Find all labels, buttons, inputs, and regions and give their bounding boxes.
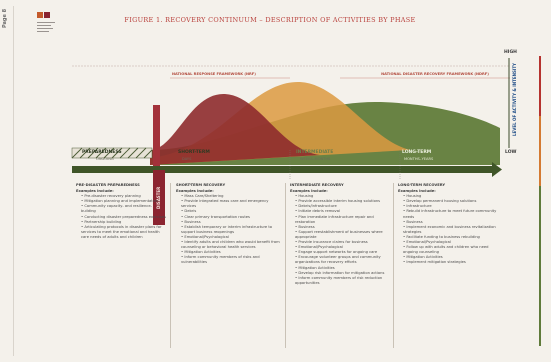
list-item: Support reestablishment of businesses wh… <box>295 230 390 240</box>
list-item: Mass Care/Sheltering <box>181 194 281 199</box>
list-item: Inform community members of risks and vu… <box>181 255 281 265</box>
figure-title: FIGURE 1. RECOVERY CONTINUUM – DESCRIPTI… <box>124 16 416 24</box>
list-item: Implement economic and business revitali… <box>403 225 498 235</box>
phase-intermediate-label: INTERMEDIATE <box>296 150 334 155</box>
phase-long-term-label: LONG-TERM <box>402 150 432 155</box>
scale-high-label: HIGH <box>504 50 517 55</box>
list-item: Follow up with adults and children who n… <box>403 245 498 255</box>
list-item: Plan immediate infrastructure repair and… <box>295 215 390 225</box>
list-item: Develop permanent housing solutions <box>403 199 498 204</box>
phase-long-term-sub: MONTHS–YEARS <box>404 157 434 161</box>
column-heading: SHORT-TERM RECOVERY <box>176 183 226 187</box>
list-item: Business <box>403 220 498 225</box>
list-item: Emotional/Psychological <box>403 240 498 245</box>
list-item: Rebuild infrastructure to meet future co… <box>403 209 498 219</box>
right-color-bar <box>539 56 545 346</box>
phase-intermediate-sub: WEEKS–MONTHS <box>300 157 331 161</box>
list-item: Business <box>295 225 390 230</box>
list-item: Conducting disaster preparedness exercis… <box>81 215 166 220</box>
column-subheading: Examples include: <box>290 189 328 194</box>
list-item: Develop risk information for mitigation … <box>295 271 390 276</box>
column-heading: INTERMEDIATE RECOVERY <box>290 183 344 187</box>
list-item: Clear primary transportation routes <box>181 215 281 220</box>
column-heading: LONG-TERM RECOVERY <box>398 183 446 187</box>
list-item: Mitigation Activities <box>403 255 498 260</box>
scale-low-label: LOW <box>505 150 517 155</box>
column-divider <box>285 183 286 348</box>
ndrf-label: NATIONAL DISASTER RECOVERY FRAMEWORK (ND… <box>381 72 489 76</box>
list-item: Encourage volunteer groups and community… <box>295 255 390 265</box>
list-item: Pre-disaster recovery planning <box>81 194 166 199</box>
short-term-column: SHORT-TERM RECOVERY Examples include: Ma… <box>176 183 281 353</box>
list-item: Establish temporary or interim infrastru… <box>181 225 281 235</box>
nrf-label: NATIONAL RESPONSE FRAMEWORK (NRF) <box>172 72 256 76</box>
left-margin-rule <box>13 6 14 356</box>
list-item: Housing <box>403 194 498 199</box>
phase-preparedness-sub: ONGOING <box>96 157 114 161</box>
list-item: Mitigation planning and implementation <box>81 199 166 204</box>
intensity-axis-label: LEVEL OF ACTIVITY & INTENSITY <box>512 63 517 137</box>
long-term-column: LONG-TERM RECOVERY Examples include: Hou… <box>398 183 498 353</box>
list-item: Emotional/Psychological <box>295 245 390 250</box>
organization-logo <box>37 12 55 38</box>
preparedness-column: PRE-DISASTER PREPAREDNESS Examples inclu… <box>76 183 166 353</box>
column-divider <box>393 183 394 348</box>
column-subheading: Examples include: <box>176 189 214 194</box>
list-item: Provide accessible interim housing solut… <box>295 199 390 204</box>
list-item: Community capacity- and resilience-build… <box>81 204 166 214</box>
list-item: Mitigation Activities <box>181 250 281 255</box>
list-item: Engage support networks for ongoing care <box>295 250 390 255</box>
list-item: Inform community members of risk reducti… <box>295 276 390 286</box>
list-item: Debris/Infrastructure <box>295 204 390 209</box>
column-subheading: Examples include: <box>398 189 436 194</box>
list-item: Articulating protocols in disaster plans… <box>81 225 166 240</box>
list-item: Debris <box>181 209 281 214</box>
list-item: Implement mitigation strategies <box>403 260 498 265</box>
list-item: Business <box>181 220 281 225</box>
list-item: Housing <box>295 194 390 199</box>
phase-short-term-label: SHORT-TERM <box>178 150 210 155</box>
disaster-marker <box>153 105 160 175</box>
list-item: Partnership building <box>81 220 166 225</box>
short-term-wave <box>150 93 320 165</box>
list-item: Emotional/Psychological <box>181 235 281 240</box>
list-item: Provide insurance claims for business <box>295 240 390 245</box>
timeline-arrow <box>72 166 492 173</box>
list-item: Infrastructure <box>403 204 498 209</box>
intermediate-column: INTERMEDIATE RECOVERY Examples include: … <box>290 183 390 353</box>
list-item: Facilitate funding to business rebuildin… <box>403 235 498 240</box>
list-item: Mitigation Activities <box>295 266 390 271</box>
list-item: Provide integrated mass care and emergen… <box>181 199 281 209</box>
list-item: Initiate debris removal <box>295 209 390 214</box>
list-item: Identify adults and children who would b… <box>181 240 281 250</box>
column-subheading: Examples include: <box>76 189 114 194</box>
phase-preparedness-label: PREPAREDNESS <box>82 150 122 155</box>
column-divider <box>170 183 171 348</box>
column-heading: PRE-DISASTER PREPAREDNESS <box>76 183 140 187</box>
phase-short-term-sub: DAYS <box>182 157 192 161</box>
